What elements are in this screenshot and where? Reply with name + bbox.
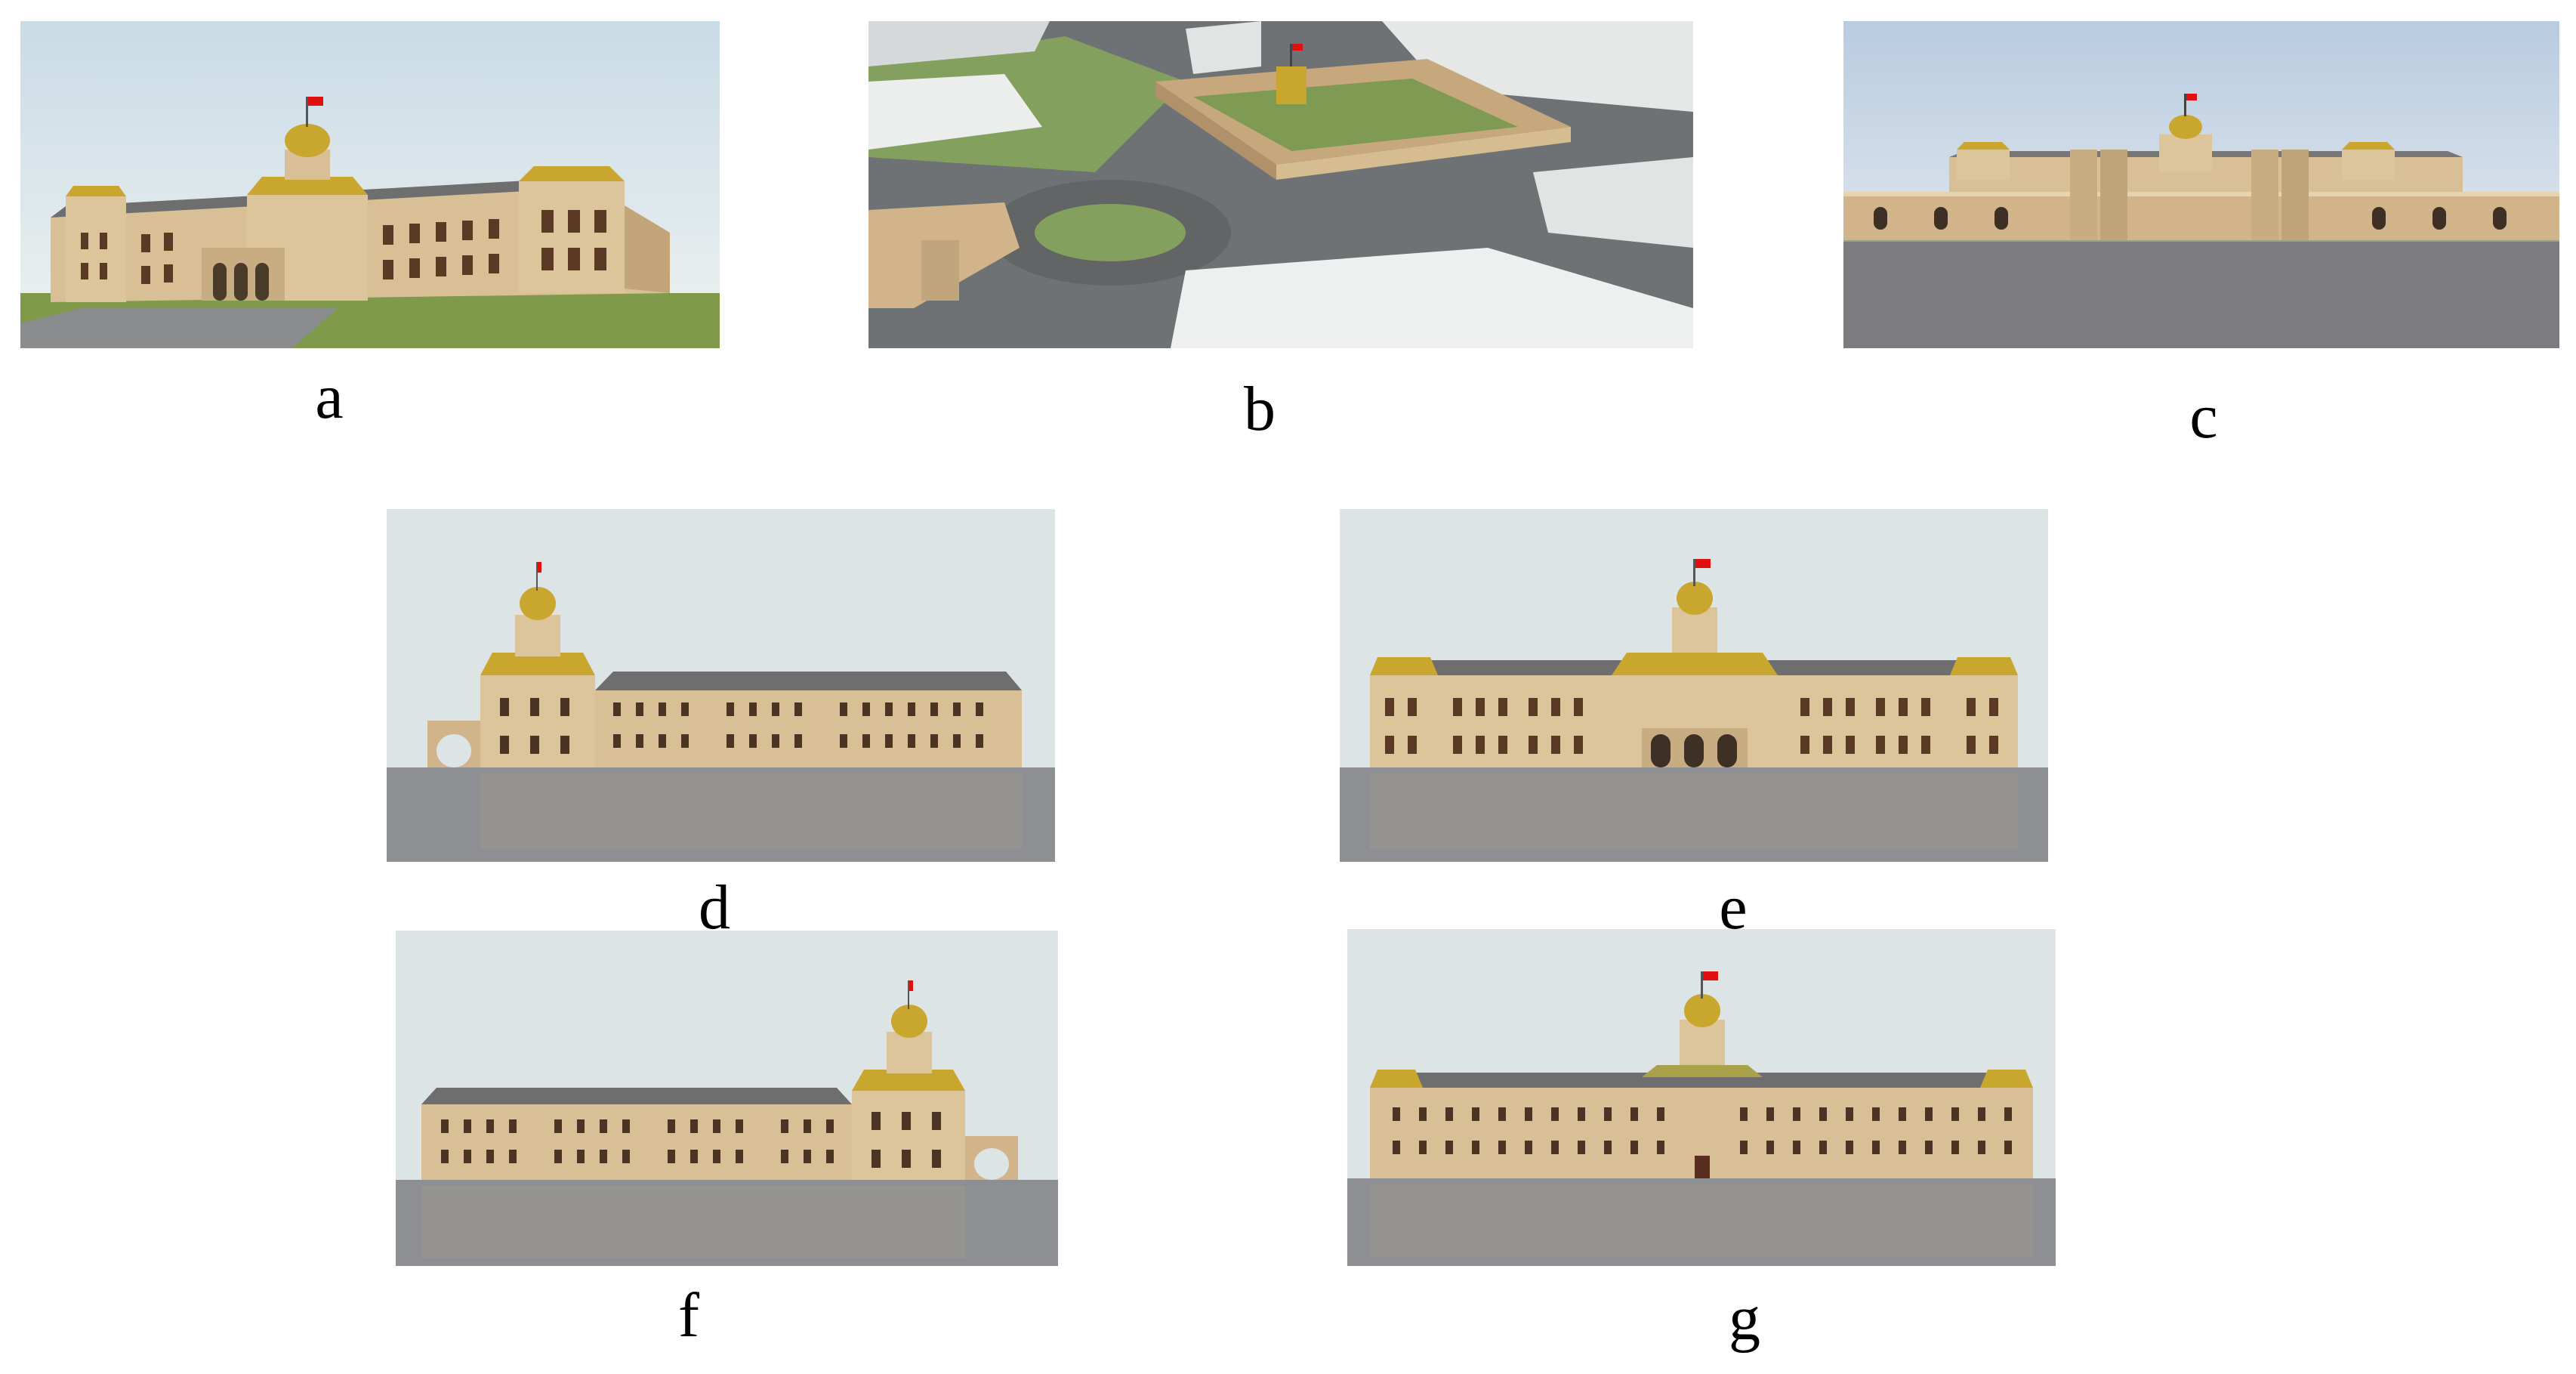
panel-label-e: e — [1719, 872, 1748, 943]
panel-label-a: a — [315, 362, 344, 432]
panel-label-b: b — [1244, 374, 1276, 444]
panel-label-f: f — [678, 1280, 699, 1351]
rendering-rear-elevation — [1347, 929, 2056, 1266]
rendering-side-elevation — [387, 509, 1055, 862]
rendering-street-view — [1843, 21, 2559, 348]
rendering-aerial-view — [868, 21, 1693, 348]
rendering-front-elevation — [1340, 509, 2048, 862]
panel-label-g: g — [1729, 1283, 1760, 1354]
rendering-perspective-view — [20, 21, 720, 348]
panel-label-d: d — [699, 872, 730, 943]
panel-label-c: c — [2189, 381, 2218, 452]
rendering-side-elevation-mirrored — [396, 931, 1058, 1266]
